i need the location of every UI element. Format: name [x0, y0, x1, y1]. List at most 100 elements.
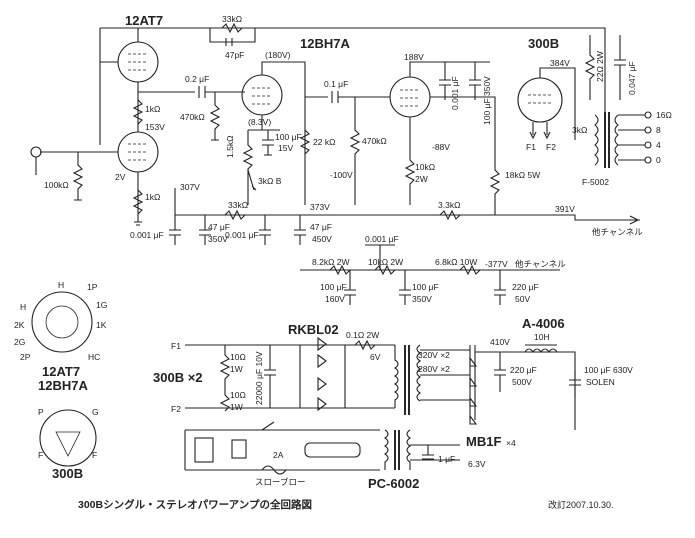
tube-12at7-upper	[100, 28, 159, 100]
pin300-f2: F	[92, 450, 97, 460]
tube-12bh7a-title: 12BH7A	[300, 36, 350, 51]
v-50-label: 50V	[515, 294, 530, 304]
r-k1-label: 1kΩ	[145, 104, 160, 114]
r-3kB-label: 3kΩ B	[258, 176, 282, 186]
c-001-label: 0.001 μF	[450, 76, 460, 110]
r-15k-label: 1.5kΩ	[225, 136, 235, 158]
v-391-label: 391V	[555, 204, 575, 214]
pin-1p: 1P	[87, 282, 98, 292]
r-33k-c-label: 3.3kΩ	[438, 200, 460, 210]
c-0001b-label: 0.001 μF	[225, 230, 259, 240]
r-33k-b-label: 33kΩ	[228, 200, 248, 210]
c-02-label: 0.2 μF	[185, 74, 209, 84]
out-8-label: 8	[656, 125, 661, 135]
c-22000-label: 22000 μF 10V	[254, 351, 264, 405]
v-6-label: 6V	[370, 352, 381, 362]
r-10-1w-a: 10Ω	[230, 352, 246, 362]
v-88-label: -88V	[432, 142, 450, 152]
v-500-label: 500V	[512, 377, 532, 387]
r-22-2w-label: 22Ω 2W	[595, 51, 605, 82]
r-k1b-label: 1kΩ	[145, 192, 160, 202]
v-410-label: 410V	[490, 337, 510, 347]
r-01-2w-label: 0.1Ω 2W	[346, 330, 379, 340]
tube-12at7-title: 12AT7	[125, 13, 163, 28]
r-in-label: 100kΩ	[44, 180, 69, 190]
tube-300b-title: 300B	[528, 36, 559, 51]
pin-2p: 2P	[20, 352, 31, 362]
c-47-350-label: 47 μF	[208, 222, 230, 232]
rect-title: RKBL02	[288, 322, 339, 337]
pin-1g: 1G	[96, 300, 107, 310]
power-supply	[184, 336, 581, 475]
v-307-label: 307V	[180, 182, 200, 192]
pin300-p: P	[38, 407, 44, 417]
pin-2k: 2K	[14, 320, 25, 330]
pin300-g: G	[92, 407, 99, 417]
revision: 改訂2007.10.30.	[548, 499, 614, 510]
feedback-cap-label: 47pF	[225, 50, 244, 60]
f1-supply-label: F1	[171, 341, 181, 351]
w-1w-a: 1W	[230, 364, 243, 374]
solen-label: SOLEN	[586, 377, 615, 387]
r-3k-label: 3kΩ	[572, 125, 587, 135]
input-jack	[30, 146, 42, 158]
v-160-label: 160V	[325, 294, 345, 304]
ptrans-title: PC-6002	[368, 476, 419, 491]
v-180-label: (180V)	[265, 50, 291, 60]
choke-10h-label: 10H	[534, 332, 550, 342]
r-18k5w-label: 18kΩ 5W	[505, 170, 540, 180]
bplus-rail	[169, 188, 640, 245]
v-100-label: -100V	[330, 170, 353, 180]
pin-hc: HC	[88, 352, 100, 362]
tube-300b	[517, 67, 576, 140]
pinout-label-12bh7a: 12BH7A	[38, 378, 88, 393]
fuse-2a-label: 2A	[273, 450, 284, 460]
r-470a-label: 470kΩ	[180, 112, 205, 122]
v-63-label: 6.3V	[468, 459, 486, 469]
output-transformer	[594, 111, 652, 168]
pinout-12at7	[31, 291, 93, 353]
out-4-label: 4	[656, 140, 661, 150]
feedback-network: 33kΩ 47pF	[99, 14, 606, 145]
v-377-label: -377V	[485, 259, 508, 269]
c-1uf-label: 1 μF	[438, 454, 455, 464]
diode-mult: ×4	[506, 438, 516, 448]
pinout-300b	[39, 409, 97, 467]
c-220-500-label: 220 μF	[510, 365, 537, 375]
c-220-50-label: 220 μF	[512, 282, 539, 292]
out-0-label: 0	[656, 155, 661, 165]
c-100-350-label: 100 μF 350V	[482, 76, 492, 125]
r-10k2w-b-label: 10kΩ 2W	[368, 257, 403, 267]
v-83-label: (8.3V)	[248, 117, 271, 127]
f1-label: F1	[526, 142, 536, 152]
f2-label: F2	[546, 142, 556, 152]
diode-title: MB1F	[466, 434, 501, 449]
v-350a-label: 350V	[208, 234, 228, 244]
pin-h: H	[58, 280, 64, 290]
caption: 300Bシングル・ステレオパワーアンプの全回路図	[78, 498, 312, 511]
pinout-label-300b: 300B	[52, 466, 83, 481]
c-100-15-label: 100 μF	[275, 132, 302, 142]
r-68k-label: 6.8kΩ 10W	[435, 257, 477, 267]
pin-1k: 1K	[96, 320, 107, 330]
c-100-630-label: 100 μF 630V	[584, 365, 633, 375]
c-47-450-label: 47 μF	[310, 222, 332, 232]
r-470b-label: 470kΩ	[362, 136, 387, 146]
negative-rail	[300, 244, 560, 305]
v-2v-label: 2V	[115, 172, 126, 182]
t-280-label: 280V ×2	[418, 364, 450, 374]
f2-supply-label: F2	[171, 404, 181, 414]
supply-qty-label: 300B ×2	[153, 370, 203, 385]
c-0001a-label: 0.001 μF	[130, 230, 164, 240]
r-82k-label: 8.2kΩ 2W	[312, 257, 350, 267]
t-320-label: 320V ×2	[418, 350, 450, 360]
c-01-label: 0.1 μF	[324, 79, 348, 89]
tube-12bh7a-driver	[241, 61, 306, 205]
v-373-label: 373V	[310, 202, 330, 212]
pinout-label-12at7: 12AT7	[42, 364, 80, 379]
slow-blow-label: スローブロー	[255, 477, 306, 487]
v-188-label: 188V	[404, 52, 424, 62]
c-0047-label: 0.047 μF	[627, 61, 637, 95]
choke-title: A-4006	[522, 316, 565, 331]
